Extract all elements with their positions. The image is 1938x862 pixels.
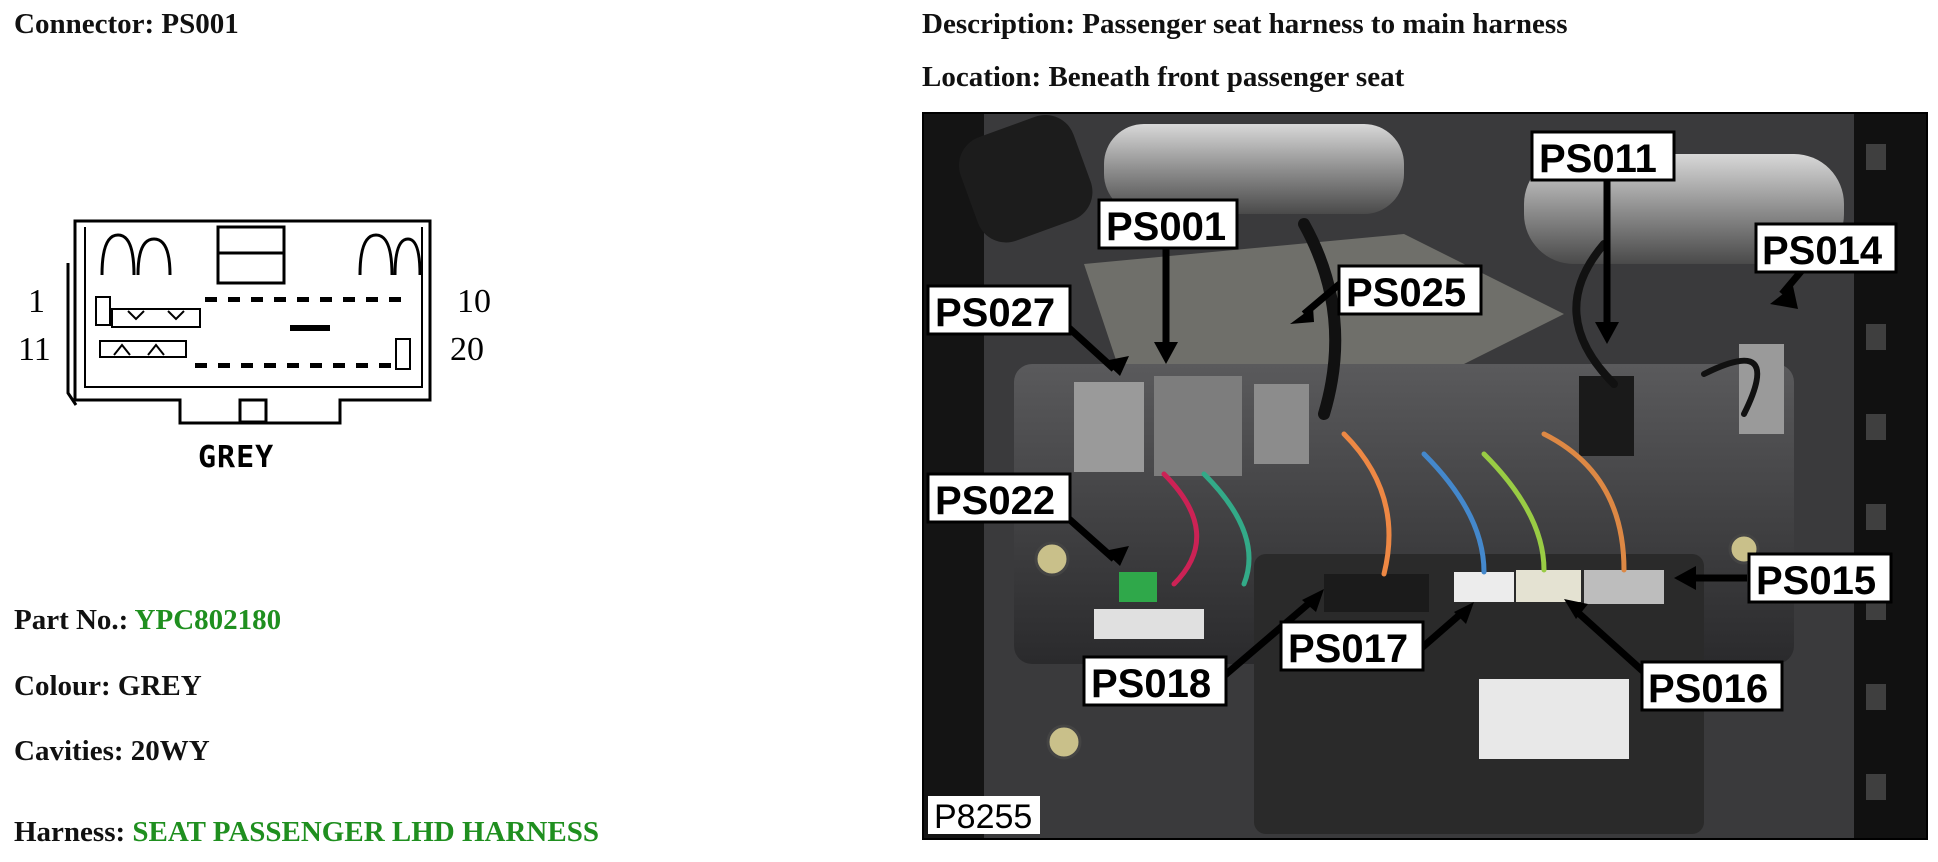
colour-value: GREY bbox=[117, 670, 202, 702]
location-value: Beneath front passenger seat bbox=[1048, 61, 1405, 93]
diagram-colour-label: GREY bbox=[198, 440, 274, 475]
pin-label-1: 1 bbox=[28, 283, 45, 320]
description-row: Description: Passenger seat harness to m… bbox=[922, 8, 1568, 41]
location-row: Location: Beneath front passenger seat bbox=[922, 61, 1404, 94]
connector-heading: Connector: PS001 bbox=[14, 8, 239, 41]
location-photo-drawing: PS001 PS027 PS025 PS011 PS014 PS022 PS01… bbox=[924, 114, 1926, 838]
callout-ps022: PS022 bbox=[935, 479, 1055, 523]
part-number-row: Part No.: YPC802180 bbox=[14, 604, 281, 637]
description-label: Description: bbox=[922, 8, 1076, 40]
callout-ps016: PS016 bbox=[1648, 667, 1768, 711]
colour-label: Colour: bbox=[14, 670, 111, 702]
part-number-link[interactable]: YPC802180 bbox=[134, 604, 282, 636]
pin-label-10: 10 bbox=[457, 283, 491, 320]
location-photo: PS001 PS027 PS025 PS011 PS014 PS022 PS01… bbox=[922, 112, 1928, 840]
callout-ps001: PS001 bbox=[1106, 205, 1226, 249]
callout-ps015: PS015 bbox=[1756, 559, 1876, 603]
connector-id: PS001 bbox=[161, 8, 239, 40]
location-label: Location: bbox=[922, 61, 1042, 93]
connector-face-diagram: 1 11 10 20 GREY bbox=[18, 219, 491, 475]
colour-row: Colour: GREY bbox=[14, 670, 202, 703]
callout-ps027: PS027 bbox=[935, 291, 1055, 335]
pin-label-11: 11 bbox=[18, 331, 51, 368]
callout-ps025: PS025 bbox=[1346, 271, 1466, 315]
connector-label: Connector: bbox=[14, 8, 155, 40]
callout-ps014: PS014 bbox=[1762, 229, 1883, 273]
harness-label: Harness: bbox=[14, 816, 126, 848]
cavities-row: Cavities: 20WY bbox=[14, 735, 210, 768]
description-value: Passenger seat harness to main harness bbox=[1082, 8, 1568, 40]
harness-link[interactable]: SEAT PASSENGER LHD HARNESS bbox=[132, 816, 599, 848]
callout-ps018: PS018 bbox=[1091, 662, 1211, 706]
callout-ps011: PS011 bbox=[1539, 137, 1657, 181]
pin-label-20: 20 bbox=[450, 331, 484, 368]
callout-ps017: PS017 bbox=[1288, 627, 1408, 671]
cavities-value: 20WY bbox=[130, 735, 210, 767]
cavities-label: Cavities: bbox=[14, 735, 124, 767]
part-number-label: Part No.: bbox=[14, 604, 129, 636]
photo-reference-id: P8255 bbox=[934, 798, 1032, 836]
harness-row: Harness: SEAT PASSENGER LHD HARNESS bbox=[14, 816, 599, 849]
